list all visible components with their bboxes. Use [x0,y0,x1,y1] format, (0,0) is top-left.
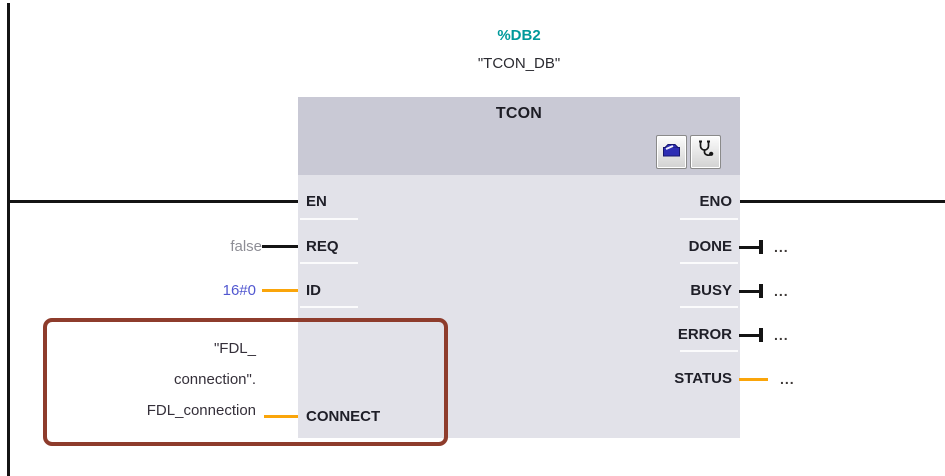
tcon-block[interactable]: TCON [298,97,740,438]
row-separator [300,262,358,264]
eno-rung-wire [739,200,945,203]
req-connector [262,245,298,248]
instance-db-address[interactable]: %DB2 [497,27,541,44]
pin-done: DONE [688,238,732,255]
req-value[interactable]: false [230,238,262,255]
block-toolbar [656,135,721,169]
busy-placeholder[interactable]: ... [774,283,789,299]
status-placeholder[interactable]: ... [780,371,795,387]
connect-connector [264,415,298,418]
error-assign-tick [759,328,763,342]
status-connector [739,378,768,381]
pin-status: STATUS [674,370,732,387]
done-assign-tick [759,240,763,254]
connect-operand-line: connection". [173,371,256,388]
row-separator [680,262,738,264]
pin-busy: BUSY [690,282,732,299]
busy-assign-tick [759,284,763,298]
done-connector [739,246,761,249]
connect-selection-box [43,318,448,446]
pin-id: ID [306,282,321,299]
stethoscope-icon [696,140,715,164]
busy-connector [739,290,761,293]
block-title: TCON [495,105,543,122]
pin-error: ERROR [677,326,732,343]
pin-en: EN [306,193,327,210]
instance-db-name[interactable]: "TCON_DB" [477,55,561,72]
connect-operand-line: "FDL_ [213,340,256,357]
en-rung-wire [7,200,299,203]
connection-diagnostics-button[interactable] [690,135,721,169]
block-body [298,175,740,438]
pin-eno: ENO [699,193,732,210]
error-placeholder[interactable]: ... [774,327,789,343]
start-configuration-button[interactable] [656,135,687,169]
row-separator [300,218,358,220]
toolbox-icon [661,141,682,163]
id-connector [262,289,298,292]
connect-operand-line: FDL_connection [146,402,256,419]
row-separator [680,218,738,220]
row-separator [680,306,738,308]
error-connector [739,334,761,337]
power-rail [7,3,10,476]
row-separator [680,350,738,352]
pin-req: REQ [306,238,339,255]
connect-operand[interactable]: "FDL_ connection". FDL_connection [16,333,256,426]
row-separator [300,306,358,308]
done-placeholder[interactable]: ... [774,239,789,255]
id-value[interactable]: 16#0 [222,282,256,299]
pin-connect: CONNECT [306,408,381,425]
